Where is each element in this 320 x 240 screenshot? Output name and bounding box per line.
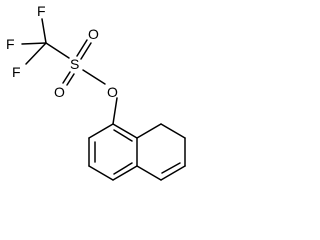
bond-c-f-top [41,18,47,44]
bond-c8a-c1 [136,123,162,139]
bond-c-f-bottom [25,42,47,65]
atom-oxygen-ester: O [107,84,118,100]
bond-s-o-upper-a [76,39,88,57]
bond-c3-c4-inner [161,162,181,174]
atom-sulfur: S [70,56,79,72]
bond-s-o-lower-a [62,71,71,84]
bond-c1-c2 [160,123,186,139]
sulfonyl-bonds [62,39,118,125]
atom-oxygen-upper: O [88,26,99,42]
bond-s-o-upper-b [80,42,92,60]
bond-s-o-ester [82,69,106,85]
bond-c-f-left [21,42,47,45]
bond-c7-c8 [88,123,114,139]
atom-fluorine-left: F [6,36,15,52]
bond-s-o-lower-b [66,73,75,86]
bond-c-s [45,42,70,59]
bond-o-c8 [112,97,118,125]
bond-c8-c8a [112,123,138,139]
bond-c4-c4a [136,165,162,181]
aromatic-ring-bonds [88,123,138,181]
bond-c4a-c5-inner [113,162,133,175]
atom-oxygen-lower: O [54,84,65,100]
atom-fluorine-top: F [37,3,46,19]
atom-fluorine-bottom: F [12,64,21,80]
trifluoromethyl-bonds [21,18,70,65]
bond-c5-c6 [88,165,114,181]
dihydro-ring-bonds [136,123,186,181]
bond-c4a-c5 [112,165,138,181]
chemical-structure: F F F S O O O [6,3,186,181]
bond-c3-c4 [160,165,186,181]
bond-c8-c8a-inner [113,129,133,142]
